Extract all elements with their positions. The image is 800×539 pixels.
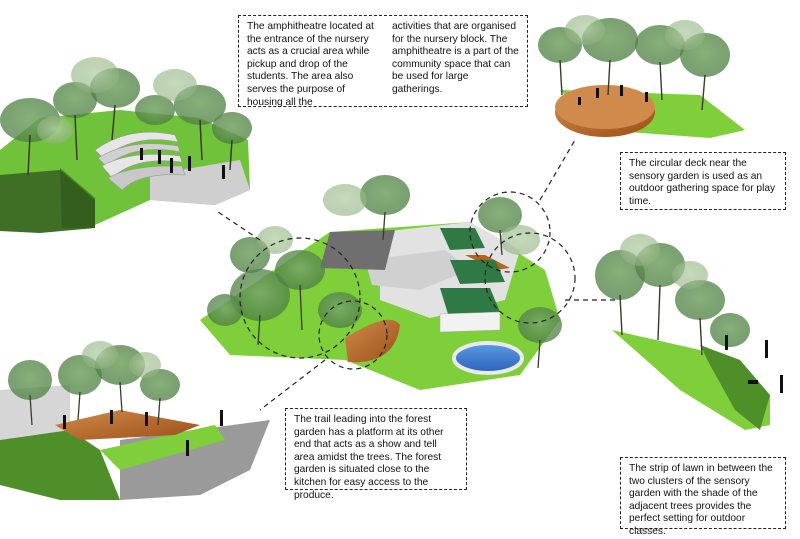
leader-lines: [214, 139, 615, 411]
circular-deck-note-text: The circular deck near the sensory garde…: [629, 158, 776, 207]
focus-circles: [239, 191, 576, 370]
lawn-strip-view: [595, 234, 783, 430]
central-site-plan: [200, 175, 562, 390]
amphitheatre-note-col2: activities that are organised for the nu…: [392, 21, 519, 95]
circular-deck-view: [538, 15, 745, 138]
forest-trail-note: The trail leading into the forest garden…: [285, 408, 467, 501]
forest-trail-view: [0, 341, 270, 500]
forest-trail-note-text: The trail leading into the forest garden…: [294, 414, 444, 501]
amphitheatre-note: The amphitheatre located at the entrance…: [238, 15, 528, 108]
lawn-strip-note: The strip of lawn in between the two clu…: [620, 457, 786, 537]
amphitheatre-note-col1: The amphitheatre located at the entrance…: [247, 21, 374, 108]
lawn-strip-note-text: The strip of lawn in between the two clu…: [629, 463, 773, 537]
amphitheatre-view: [0, 57, 252, 233]
circular-deck-note: The circular deck near the sensory garde…: [620, 152, 786, 210]
